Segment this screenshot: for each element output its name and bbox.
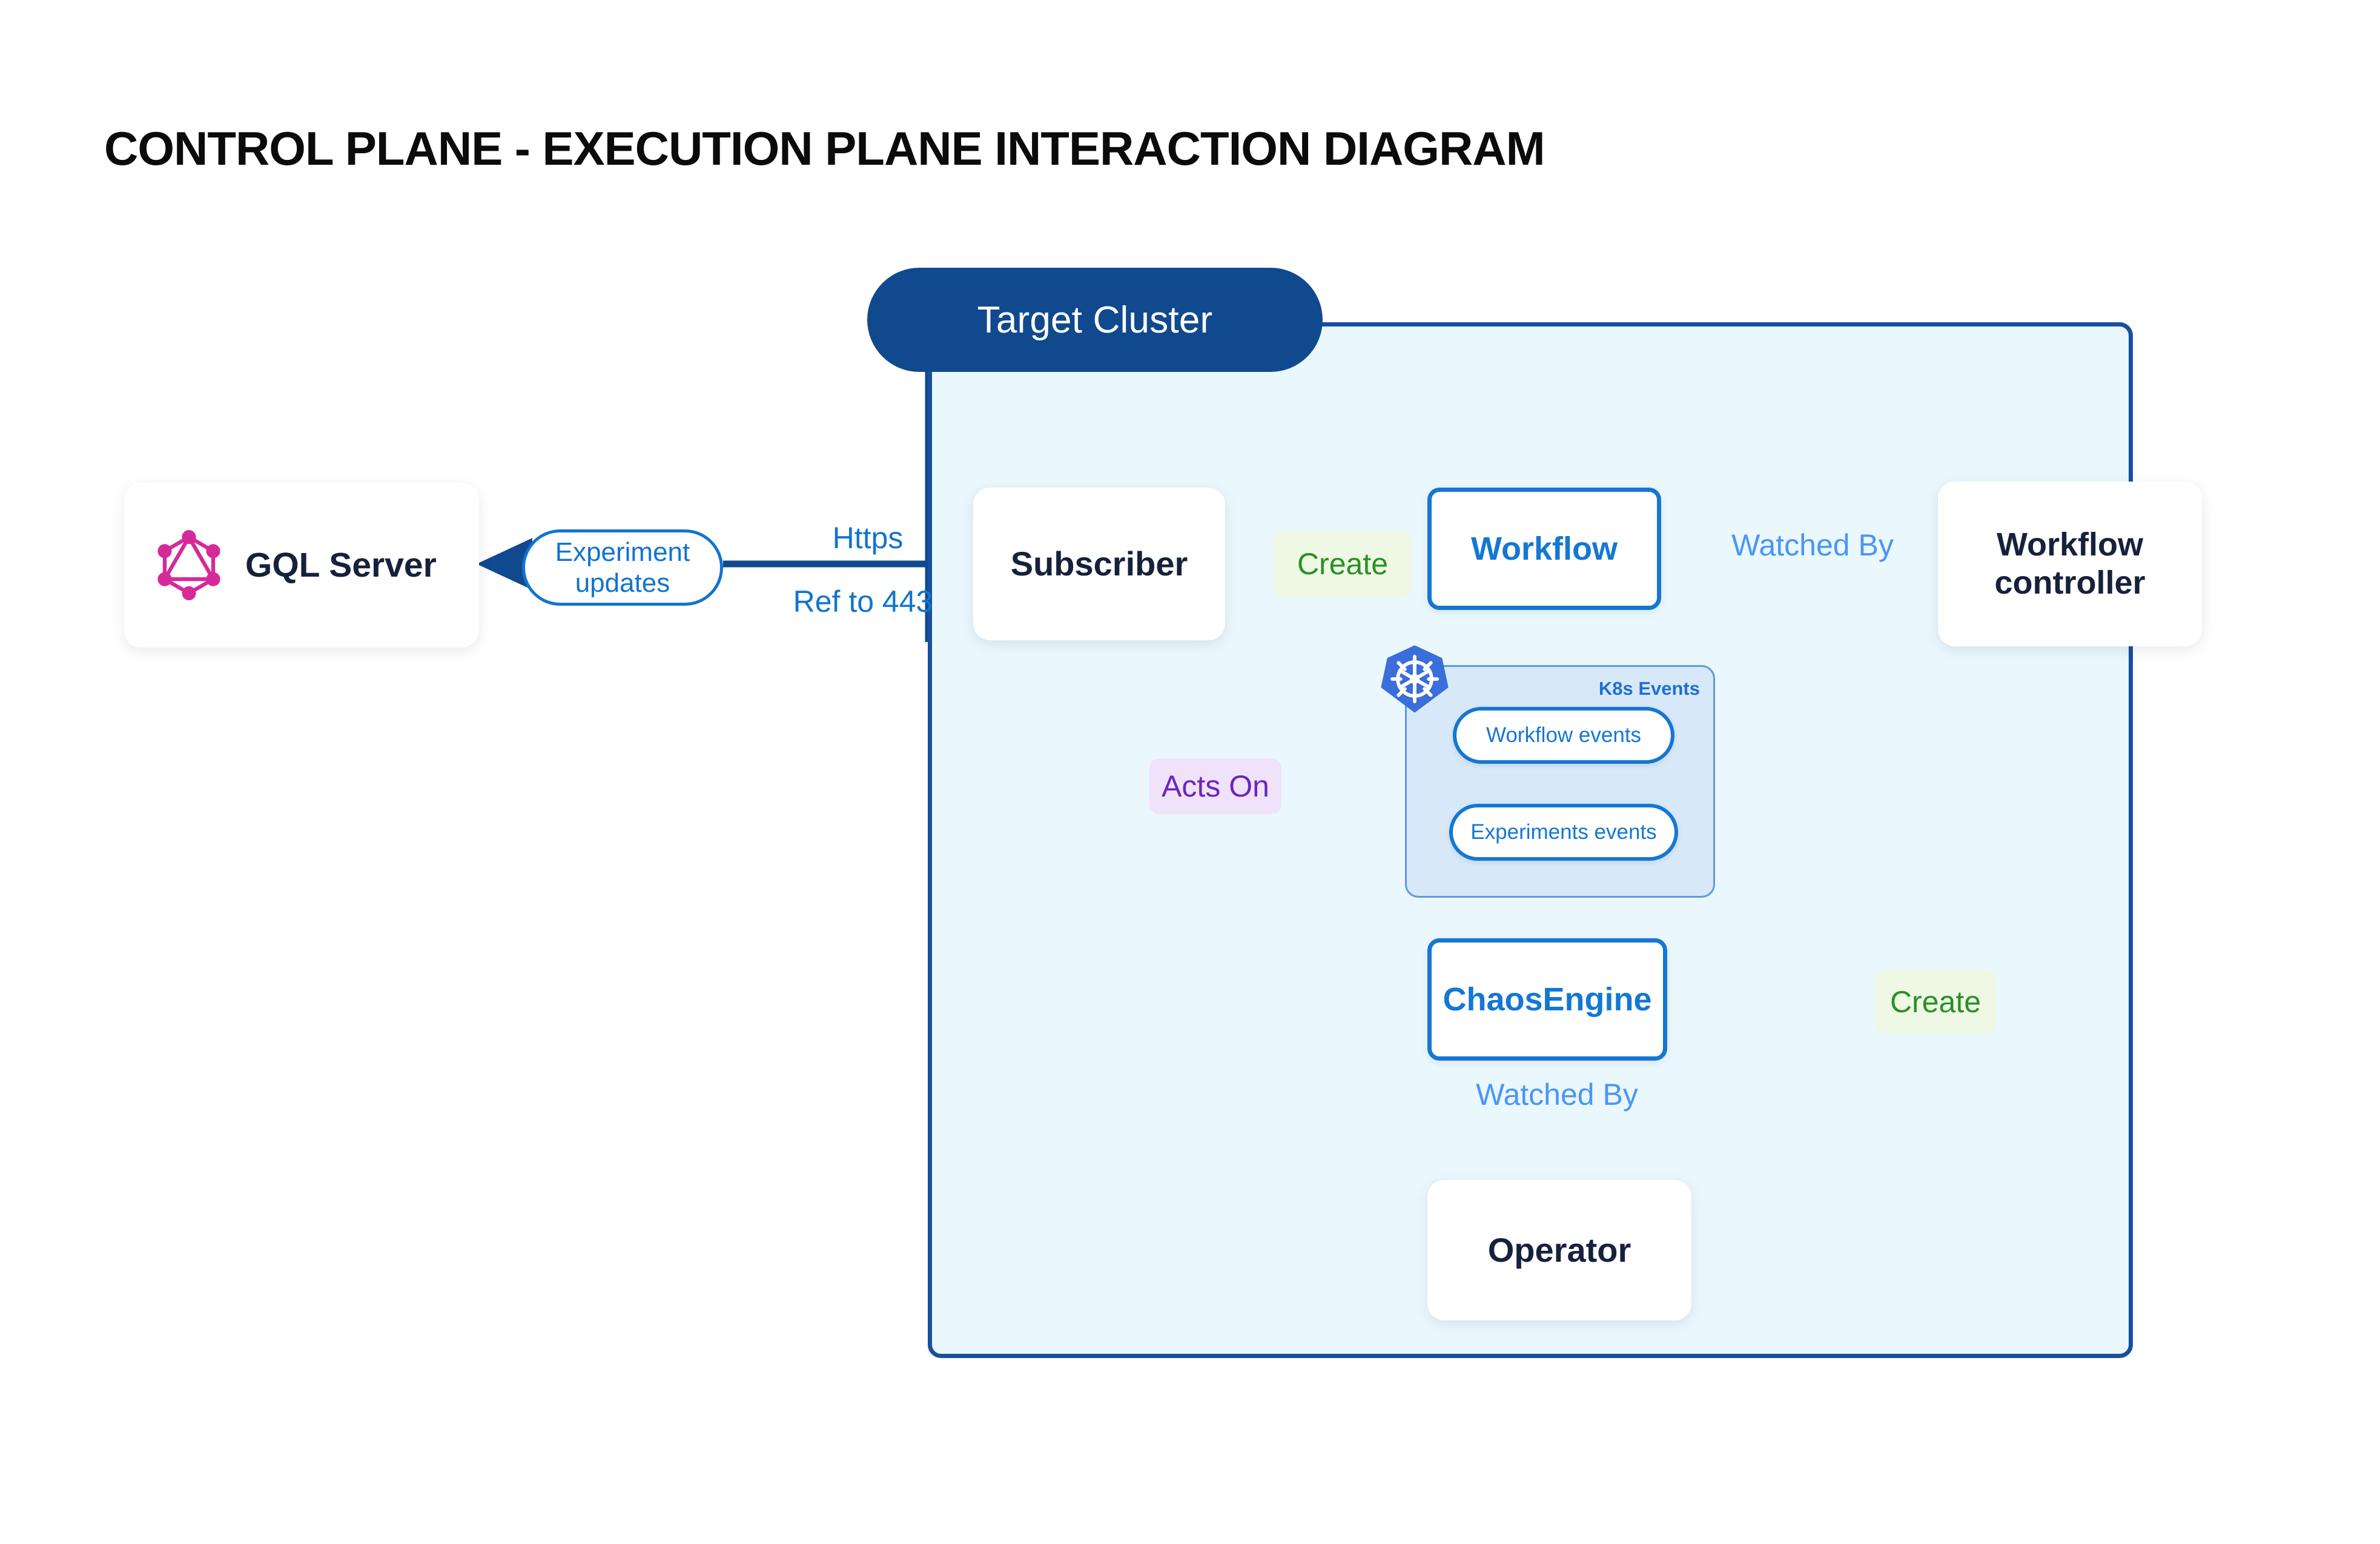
kubernetes-icon	[1381, 645, 1449, 713]
edge-label-create-workflow: Create	[1274, 531, 1412, 597]
node-subscriber[interactable]: Subscriber	[973, 488, 1225, 640]
node-operator[interactable]: Operator	[1427, 1180, 1691, 1320]
edge-label-acts-on-text: Acts On	[1162, 769, 1269, 803]
k8s-event-workflow-events-label: Workflow events	[1486, 723, 1642, 747]
node-chaosengine[interactable]: ChaosEngine	[1427, 938, 1667, 1061]
node-workflow[interactable]: Workflow	[1427, 488, 1661, 610]
edge-label-ref-to-443-text: Ref to 443	[793, 584, 933, 618]
edge-label-acts-on: Acts On	[1149, 758, 1281, 814]
edge-label-https-text: Https	[832, 520, 904, 555]
edge-label-experiment-updates: Experiment updates	[522, 529, 723, 606]
edge-label-create-workflow-text: Create	[1297, 546, 1389, 581]
workflow-label: Workflow	[1471, 530, 1618, 567]
operator-label: Operator	[1487, 1230, 1631, 1269]
target-cluster-header[interactable]: Target Cluster	[867, 268, 1323, 372]
chaosengine-label: ChaosEngine	[1443, 981, 1652, 1018]
graphql-icon	[157, 530, 220, 600]
edge-label-watched-by-controller-text: Watched By	[1731, 528, 1894, 562]
gql-server-label: GQL Server	[245, 545, 437, 585]
k8s-event-experiments-events[interactable]: Experiments events	[1449, 804, 1678, 861]
target-cluster-label: Target Cluster	[977, 299, 1213, 341]
edge-label-create-chaosengine-text: Create	[1889, 984, 1982, 1019]
page-title: CONTROL PLANE - EXECUTION PLANE INTERACT…	[104, 122, 1545, 175]
edge-label-watched-by-controller: Watched By	[1709, 524, 1916, 566]
edge-label-experiment-updates-text: Experiment updates	[555, 537, 690, 598]
edge-label-https: Https	[810, 518, 925, 558]
edge-label-watched-by-operator: Watched By	[1453, 1073, 1661, 1116]
workflow-controller-label: Workflow controller	[1994, 526, 2146, 601]
subscriber-label: Subscriber	[1010, 544, 1188, 583]
k8s-events-title: K8s Events	[1598, 678, 1700, 699]
edge-label-watched-by-operator-text: Watched By	[1476, 1077, 1638, 1112]
edge-label-ref-to-443: Ref to 443	[787, 581, 939, 621]
k8s-event-experiments-events-label: Experiments events	[1470, 820, 1657, 844]
k8s-events-panel: K8s Events Workflow events Experiments e…	[1381, 645, 1715, 898]
k8s-event-workflow-events[interactable]: Workflow events	[1453, 707, 1674, 764]
node-gql-server[interactable]: GQL Server	[124, 483, 479, 648]
edge-label-create-chaosengine: Create	[1875, 970, 1996, 1033]
node-workflow-controller[interactable]: Workflow controller	[1938, 482, 2202, 646]
